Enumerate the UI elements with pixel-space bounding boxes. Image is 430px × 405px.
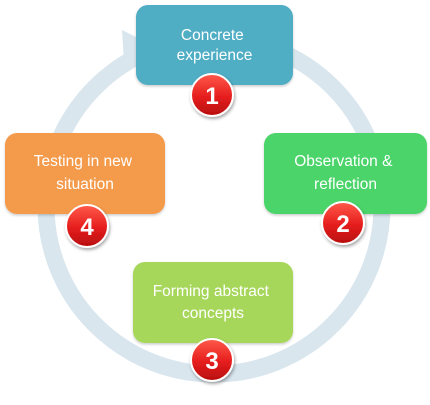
stage-label-line-1: Testing in new	[34, 153, 133, 170]
stage-label: Testing in new situation	[34, 153, 137, 193]
step-badge-4: 4	[65, 204, 109, 248]
stage-label-line-1: Concrete	[181, 27, 244, 44]
badge-circle	[65, 204, 109, 248]
stage-box	[136, 5, 293, 85]
stage-observation-reflection: Observation & reflection 2	[264, 133, 427, 245]
step-badge-1: 1	[190, 73, 234, 117]
badge-circle	[190, 338, 234, 382]
stage-concrete-experience: Concrete experience 1	[136, 5, 293, 117]
badge-number: 3	[205, 348, 218, 375]
stage-label: Forming abstract concepts	[153, 283, 274, 322]
badge-number: 4	[80, 214, 94, 241]
stage-box	[264, 133, 427, 214]
stage-label-line-2: experience	[177, 47, 253, 64]
stage-box	[133, 262, 293, 343]
stage-label-line-2: situation	[56, 176, 114, 193]
stage-forming-abstract-concepts: Forming abstract concepts 3	[133, 262, 293, 382]
stage-label-line-1: Forming abstract	[153, 283, 270, 300]
stage-label: Observation & reflection	[294, 153, 397, 193]
badge-number: 2	[336, 211, 349, 238]
badge-circle	[190, 73, 234, 117]
stage-box	[5, 133, 165, 214]
stage-label-line-2: reflection	[314, 176, 377, 193]
stage-testing-new-situation: Testing in new situation 4	[5, 133, 165, 248]
stage-label: Concrete experience	[177, 27, 253, 64]
step-badge-3: 3	[190, 338, 234, 382]
stage-label-line-1: Observation &	[294, 153, 393, 170]
step-badge-2: 2	[321, 201, 365, 245]
badge-number: 1	[205, 83, 218, 110]
stage-label-line-2: concepts	[182, 305, 244, 322]
badge-circle	[321, 201, 365, 245]
